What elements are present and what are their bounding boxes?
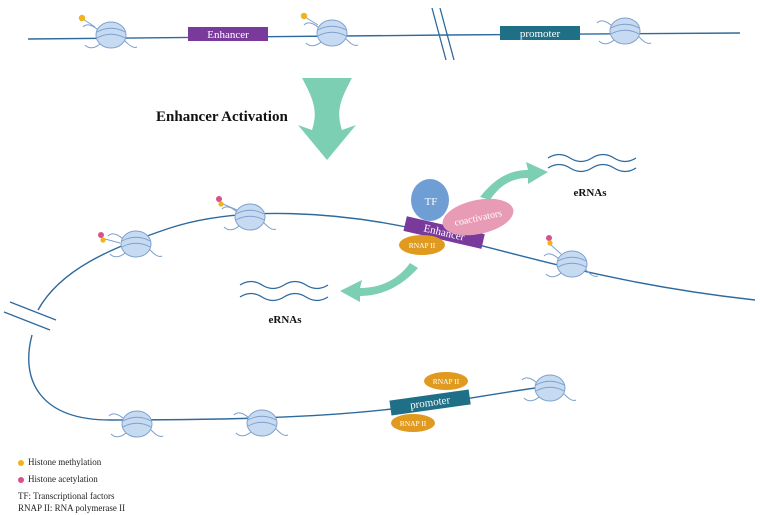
legend-rnap-definition: RNAP II: RNA polymerase II (18, 503, 126, 513)
nucleosome-icon (221, 203, 277, 231)
methylation-dot-icon (18, 459, 24, 466)
down-arrow (298, 78, 356, 160)
nucleosome-icon (596, 17, 652, 45)
histone-acetylation-icon (546, 235, 562, 255)
rnap-promoter-top: RNAP II (424, 372, 468, 390)
page-title: Enhancer Activation (156, 109, 288, 125)
erna-waves-left (239, 280, 329, 302)
rnap-promoter-bottom-label: RNAP II (400, 419, 427, 428)
break-mark-loop (3, 311, 51, 331)
erna-waves-right (547, 153, 637, 173)
nucleosome-icon (108, 410, 164, 438)
nucleosome-icon (233, 409, 289, 437)
promoter-label-top: promoter (520, 28, 561, 40)
rnap-promoter-bottom: RNAP II (391, 414, 435, 432)
curved-arrow-up (480, 162, 548, 200)
nucleosome-icon (521, 374, 577, 402)
promoter-box-bottom: promoter (389, 389, 471, 416)
legend-acetylation: Histone acetylation (18, 474, 98, 484)
rnap-enhancer-label: RNAP II (409, 241, 436, 250)
break-mark-top (431, 7, 447, 61)
acetylation-dot-icon (18, 476, 24, 483)
enhancer-label-top: Enhancer (207, 29, 249, 41)
nucleosome-icon (82, 21, 138, 49)
tf-label: TF (425, 196, 438, 208)
nucleosome-icon (107, 230, 163, 258)
legend-methylation: Histone methylation (18, 457, 101, 467)
nucleosome-icon (303, 19, 359, 47)
histone-acetylation-icon (98, 232, 121, 244)
coactivators-protein: coactivators (442, 198, 514, 236)
promoter-box-top: promoter (500, 26, 580, 40)
promoter-label-bottom: promoter (409, 394, 451, 412)
erna-label-right: eRNAs (574, 187, 608, 199)
tf-protein: TF (411, 179, 449, 221)
histone-methylation-icon (78, 14, 96, 28)
rnap-enhancer: RNAP II (399, 235, 445, 255)
histone-methylation-icon (300, 12, 319, 26)
erna-label-left: eRNAs (269, 314, 303, 326)
enhancer-box-top: Enhancer (188, 27, 268, 41)
legend-tf-definition: TF: Transcriptional factors (18, 491, 115, 501)
rnap-promoter-top-label: RNAP II (433, 377, 460, 386)
curved-arrow-down (340, 263, 418, 302)
looped-dna-strand (3, 212, 756, 421)
histone-acetylation-icon (216, 196, 238, 211)
